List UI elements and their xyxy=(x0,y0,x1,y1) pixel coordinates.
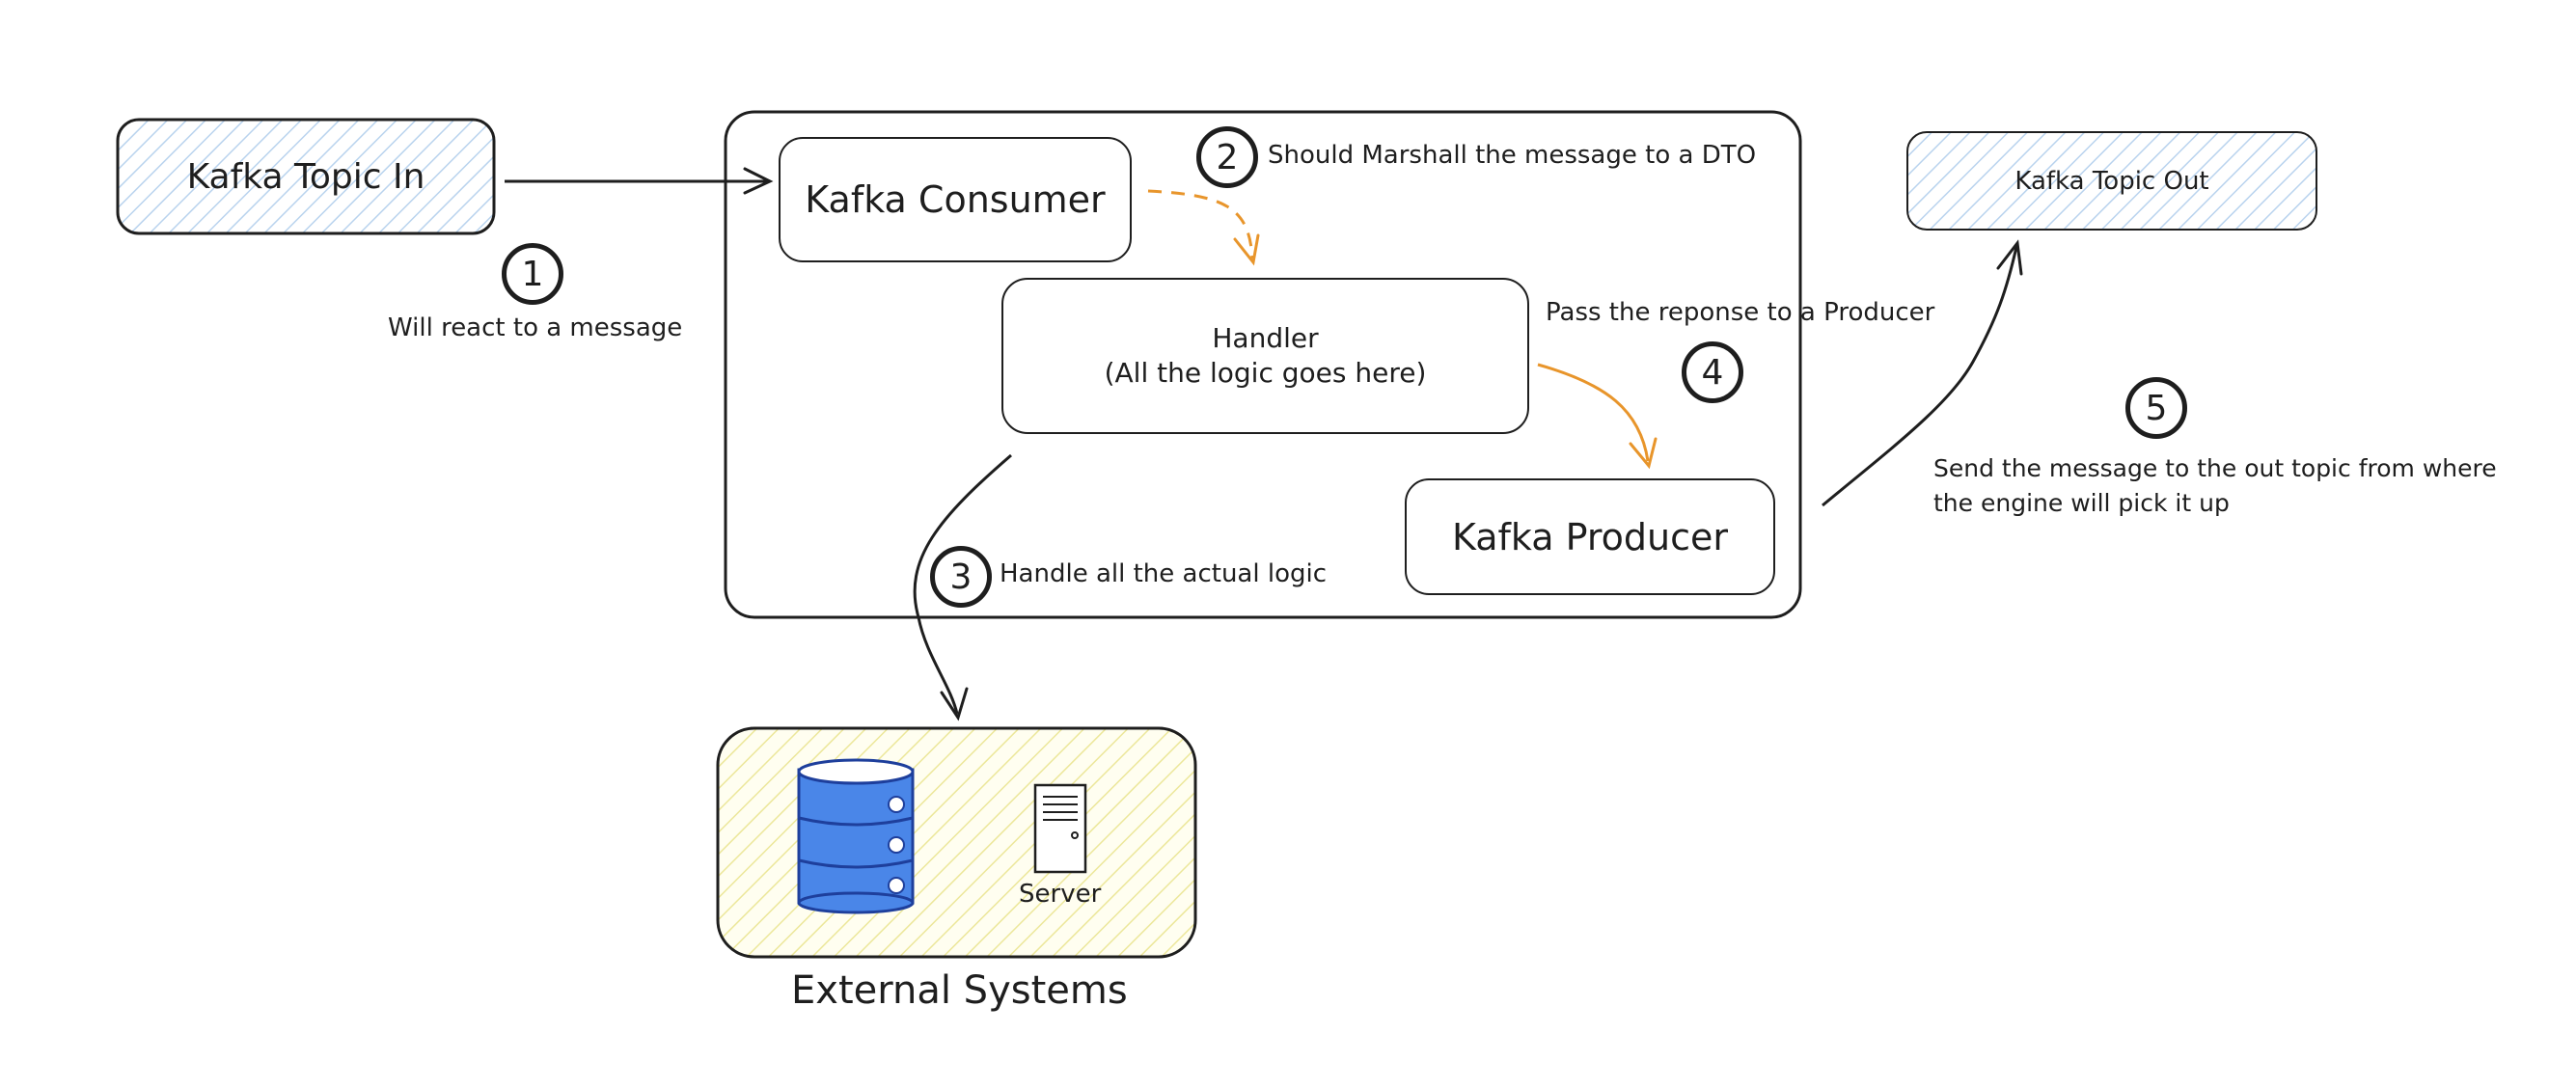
server-label: Server xyxy=(1019,880,1102,909)
topic-in-label: Kafka Topic In xyxy=(186,156,425,197)
arrow-producer-to-topic-out xyxy=(1822,246,2018,507)
step-2-text: Should Marshall the message to a DTO xyxy=(1268,141,1757,170)
arrow-handler-to-producer xyxy=(1537,363,1650,462)
step-5-text: Send the message to the out topic from w… xyxy=(1933,454,2497,517)
topic-in-box xyxy=(116,118,496,235)
producer-box xyxy=(1405,478,1775,595)
step-3-text: Handle all the actual logic xyxy=(1000,559,1328,588)
step-3-badge: 3 xyxy=(930,546,992,608)
step-2-badge: 2 xyxy=(1196,126,1258,188)
external-systems-box xyxy=(716,726,1197,959)
consumer-box xyxy=(779,137,1132,262)
topic-out-box xyxy=(1906,131,2317,231)
arrow-handler-to-external xyxy=(913,453,1012,715)
arrow-consumer-to-handler xyxy=(1147,189,1254,259)
step-5-badge: 5 xyxy=(2125,377,2187,439)
server-icon xyxy=(1033,783,1087,874)
producer-label: Kafka Producer xyxy=(1451,515,1728,558)
consumer-label: Kafka Consumer xyxy=(805,178,1106,221)
step-1-badge: 1 xyxy=(502,243,563,305)
step-4-badge: 4 xyxy=(1682,341,1743,403)
handler-box xyxy=(1001,278,1529,434)
step-4-text: Pass the reponse to a Producer xyxy=(1546,298,1935,327)
topic-out-label: Kafka Topic Out xyxy=(2014,166,2209,196)
step-1-text: Will react to a message xyxy=(388,313,683,342)
database-icon xyxy=(797,758,915,914)
handler-label: Handler (All the logic goes here) xyxy=(1104,322,1427,389)
external-systems-title: External Systems xyxy=(791,968,1128,1013)
